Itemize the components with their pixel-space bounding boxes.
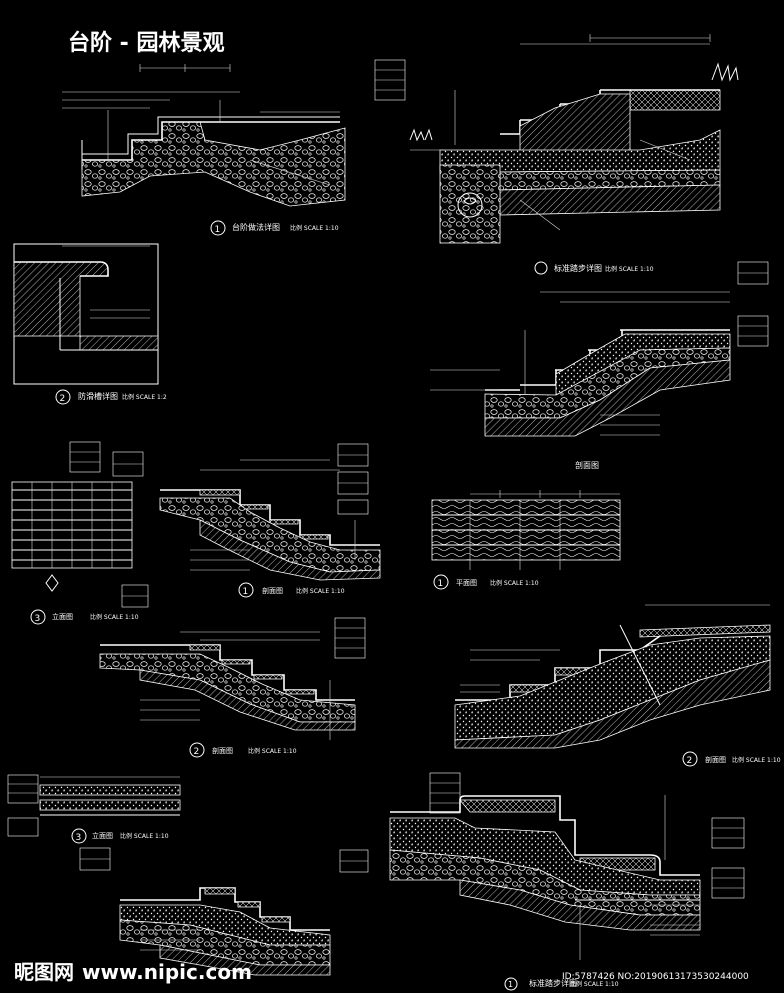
detail-number-circle	[55, 389, 71, 405]
svg-text:3: 3	[35, 614, 41, 624]
detail-scale: 比例 SCALE 1:10	[605, 265, 654, 273]
detail-label: 剖面图	[575, 460, 599, 470]
detail-label: 标准踏步详图	[529, 978, 577, 988]
step-detail-c	[430, 261, 769, 437]
detail-label: 平面图	[456, 579, 477, 587]
svg-text:3: 3	[76, 833, 82, 843]
step-detail-b	[374, 34, 739, 244]
watermark: 昵图网 www.nipic.com ID:5787426 NO:20190613…	[14, 960, 749, 984]
svg-text:1: 1	[215, 225, 221, 235]
detail-label: 剖面图	[212, 746, 233, 755]
detail-number-circle	[189, 742, 205, 758]
step-detail-a	[62, 64, 346, 207]
plan-wave	[431, 490, 621, 570]
detail-label: 立面图	[52, 612, 73, 621]
watermark-id: ID:5787426 NO:20190613173530244000	[562, 972, 749, 982]
detail-label: 立面图	[92, 831, 113, 840]
svg-text:1: 1	[508, 980, 513, 989]
detail-scale: 比例 SCALE 1:10	[248, 747, 297, 755]
svg-text:2: 2	[60, 394, 66, 404]
watermark-url: www.nipic.com	[82, 960, 252, 984]
detail-scale: 比例 SCALE 1:10	[120, 832, 169, 840]
detail-scale: 比例 SCALE 1:10	[570, 980, 619, 988]
detail-number-circle	[30, 609, 46, 625]
detail-number-circle	[433, 574, 449, 590]
detail-scale: 比例 SCALE 1:10	[732, 756, 781, 764]
elevation-grid	[11, 441, 149, 608]
section-center-1	[159, 443, 381, 581]
anti-slip-detail	[13, 243, 159, 385]
detail-scale: 比例 SCALE 1:10	[490, 579, 539, 587]
watermark-logo: 昵图网	[14, 960, 74, 984]
svg-text:2: 2	[194, 747, 200, 757]
detail-label: 剖面图	[262, 586, 283, 595]
detail-number-circle	[504, 977, 518, 991]
elevation-strip	[7, 774, 181, 837]
detail-label: 剖面图	[705, 755, 726, 764]
detail-number-circle	[682, 751, 698, 767]
page-title: 台阶 - 园林景观	[68, 30, 224, 56]
detail-label: 防滑槽详图	[78, 391, 118, 401]
svg-text:1: 1	[438, 579, 444, 589]
detail-number-circle	[71, 828, 87, 844]
standard-step-bottom-right	[389, 772, 745, 960]
detail-label: 标准踏步详图	[554, 263, 602, 273]
detail-number-circle	[534, 261, 548, 275]
svg-text:2: 2	[687, 756, 693, 766]
detail-scale: 比例 SCALE 1:10	[90, 613, 139, 621]
detail-scale: 比例 SCALE 1:2	[122, 393, 167, 401]
detail-label: 台阶做法详图	[232, 222, 280, 232]
detail-scale: 比例 SCALE 1:10	[290, 224, 339, 232]
detail-number-circle	[210, 220, 226, 236]
section-center-2	[99, 617, 366, 740]
section-bottom-left	[79, 847, 369, 976]
section-right	[454, 604, 771, 749]
svg-text:1: 1	[243, 587, 249, 597]
detail-number-circle	[238, 582, 254, 598]
detail-scale: 比例 SCALE 1:10	[296, 587, 345, 595]
